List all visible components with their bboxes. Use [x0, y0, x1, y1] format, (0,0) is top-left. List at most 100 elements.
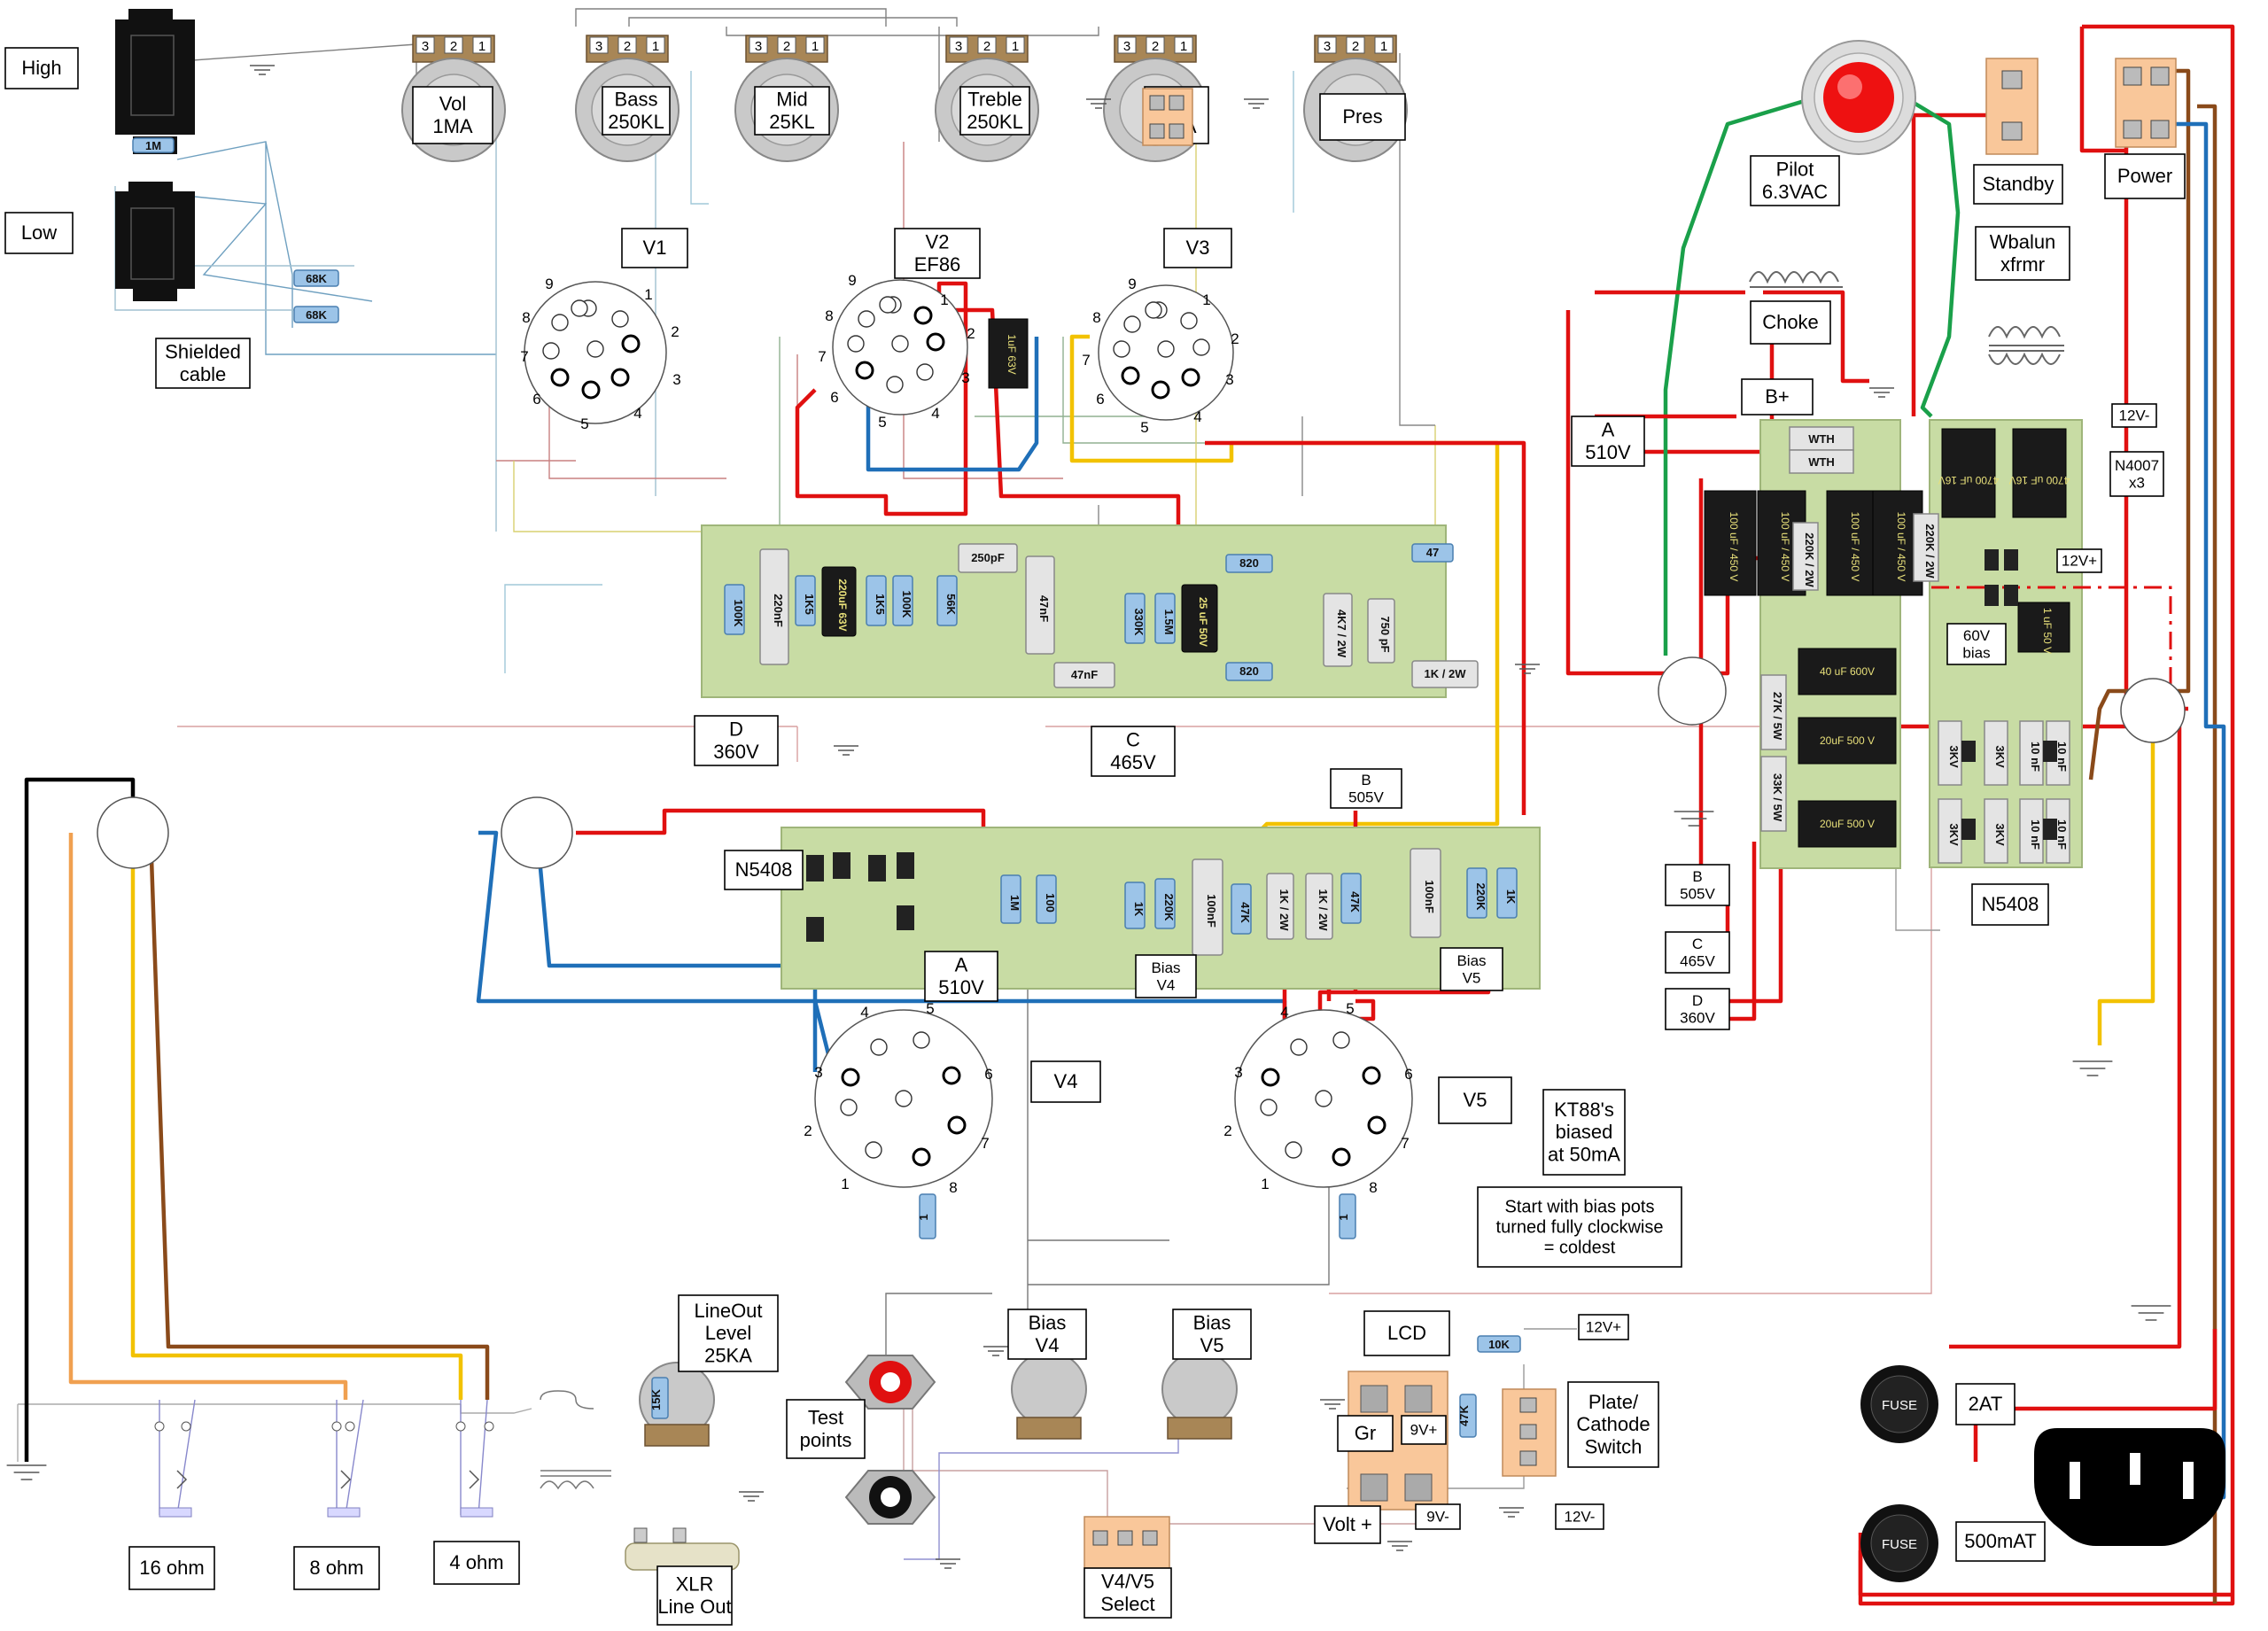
lcd-12v-plus-label-line-1: 12V+: [1586, 1319, 1621, 1336]
label-12v-plus: 12V+: [2056, 548, 2102, 573]
lcd-9v-minus-label: 9V-: [1415, 1503, 1461, 1530]
pin-number: 3: [1234, 1064, 1242, 1081]
preamp-component-label: 47: [1426, 546, 1439, 559]
kt88-note-box: [1542, 1089, 1626, 1176]
pot-pin: [646, 36, 665, 54]
tube-label-v4: V4: [1030, 1060, 1101, 1103]
power-board-resistor: [1231, 883, 1252, 935]
bias-pot-v4-label-line-1: Bias: [1029, 1312, 1067, 1334]
choke-label-box: [1750, 300, 1831, 345]
output-16ohm-label-line-1: 16 ohm: [139, 1557, 204, 1579]
voltage-label-c-right-box: [1665, 931, 1730, 974]
lcd-9v-minus-label-line-1: 9V-: [1426, 1509, 1449, 1526]
pin-number: 7: [1401, 1135, 1409, 1152]
bias-pot-v4-label-line-2: V4: [1036, 1334, 1060, 1356]
socket-pin: [913, 306, 933, 325]
bias-pot-v5-label-box: [1172, 1309, 1252, 1360]
pot-pin-number: 2: [450, 39, 457, 54]
pot-treble-label-box: [959, 86, 1030, 136]
ground-symbol: [2131, 1305, 2171, 1321]
pot-vol-label-line-2: 1MA: [432, 115, 473, 137]
pot-pin: [949, 36, 968, 54]
plate-cathode-label-line-3: Switch: [1585, 1435, 1643, 1457]
tube-label-v1-box: [621, 228, 688, 268]
pin-number: 9: [545, 276, 553, 292]
preamp-component-label: 1K / 2W: [1425, 667, 1467, 680]
preamp-resistor: [1124, 593, 1146, 644]
pot-pin-number: 1: [652, 39, 659, 54]
preamp-component-label: 1K5: [874, 594, 887, 615]
psu-component-label: 220K / 2W: [1923, 524, 1937, 579]
bplus-label-box: [1741, 378, 1814, 416]
voltage-label-d-right-line-2: 360V: [1680, 1009, 1715, 1026]
lcd-12v-plus-label: 12V+: [1578, 1314, 1629, 1340]
test-points-label-line-2: points: [800, 1429, 852, 1451]
wbalun-label-box: [1975, 226, 2070, 281]
socket-pin: [947, 1115, 967, 1135]
pin-number: 2: [671, 323, 679, 340]
bplus-label-line-1: B+: [1765, 385, 1790, 408]
socket-pin: [1123, 315, 1141, 333]
pilot-light: [1801, 40, 1916, 155]
bias-pot-v5: [1161, 1351, 1238, 1440]
socket-pin: [913, 1031, 930, 1049]
power-board-capacitor: [1266, 873, 1294, 940]
bias-60v-label-line-2: bias: [1962, 644, 1990, 661]
svg-text:1: 1: [1337, 1214, 1350, 1220]
tube-label-v4-line-1: V4: [1054, 1070, 1078, 1092]
pot-pin: [1146, 36, 1165, 54]
wth-label: WTH: [1808, 455, 1835, 469]
pin-number: 6: [1404, 1066, 1412, 1083]
preamp-resistor: [1225, 662, 1273, 681]
pilot-label-box: [1750, 155, 1840, 206]
n5408-right-label: N5408: [1971, 883, 2049, 926]
voltage-label-d-box: [694, 715, 779, 766]
fuse-2at-label: 2AT: [1955, 1383, 2016, 1425]
choke-label-line-1: Choke: [1762, 311, 1819, 333]
pin-number: 2: [967, 325, 975, 342]
preamp-component-label: 100K: [732, 599, 745, 627]
pot-pin-number: 1: [1180, 39, 1187, 54]
preamp-resistor: [866, 575, 887, 626]
preamp-capacitor: [1323, 593, 1353, 667]
lcd-title-label-line-1: LCD: [1387, 1322, 1426, 1344]
pin-number: 1: [644, 286, 652, 303]
lcd-9v-plus-label: 9V+: [1401, 1415, 1447, 1445]
socket-pin: [1180, 312, 1198, 330]
preamp-capacitor: [1367, 598, 1395, 664]
input-jack-low: [115, 182, 195, 301]
ground-symbol: [1499, 1507, 1524, 1518]
preamp-capacitor: [958, 543, 1018, 573]
pin-number: 2: [1223, 1122, 1231, 1139]
pot-mid-label-line-1: Mid: [776, 89, 807, 111]
bias-diode: [1984, 585, 1999, 606]
ground-symbol: [1244, 98, 1269, 109]
preamp-capacitor: [1411, 660, 1479, 688]
pot-pin-number: 1: [1012, 39, 1019, 54]
lineout-pot: 15K: [639, 1362, 715, 1447]
svg-text:47K: 47K: [1457, 1404, 1471, 1425]
pin-number: 4: [1280, 1004, 1288, 1021]
power-board-diodes: [806, 852, 914, 942]
tube-label-v5: V5: [1438, 1076, 1512, 1124]
lcd-12v-minus-label-box: [1555, 1503, 1604, 1530]
socket-pin: [1113, 340, 1130, 358]
mv-switch: [1142, 88, 1193, 146]
bias-board-capacitor: [1984, 720, 2008, 786]
socket-pin: [895, 1090, 913, 1107]
ground-symbol: [1320, 1399, 1345, 1410]
shielded-cable-label-line-1: Shielded: [165, 341, 241, 363]
psu-resistor: [1913, 513, 1939, 582]
voltage-label-b-line-2: 505V: [1348, 788, 1384, 805]
pin-number: 3: [672, 371, 680, 388]
